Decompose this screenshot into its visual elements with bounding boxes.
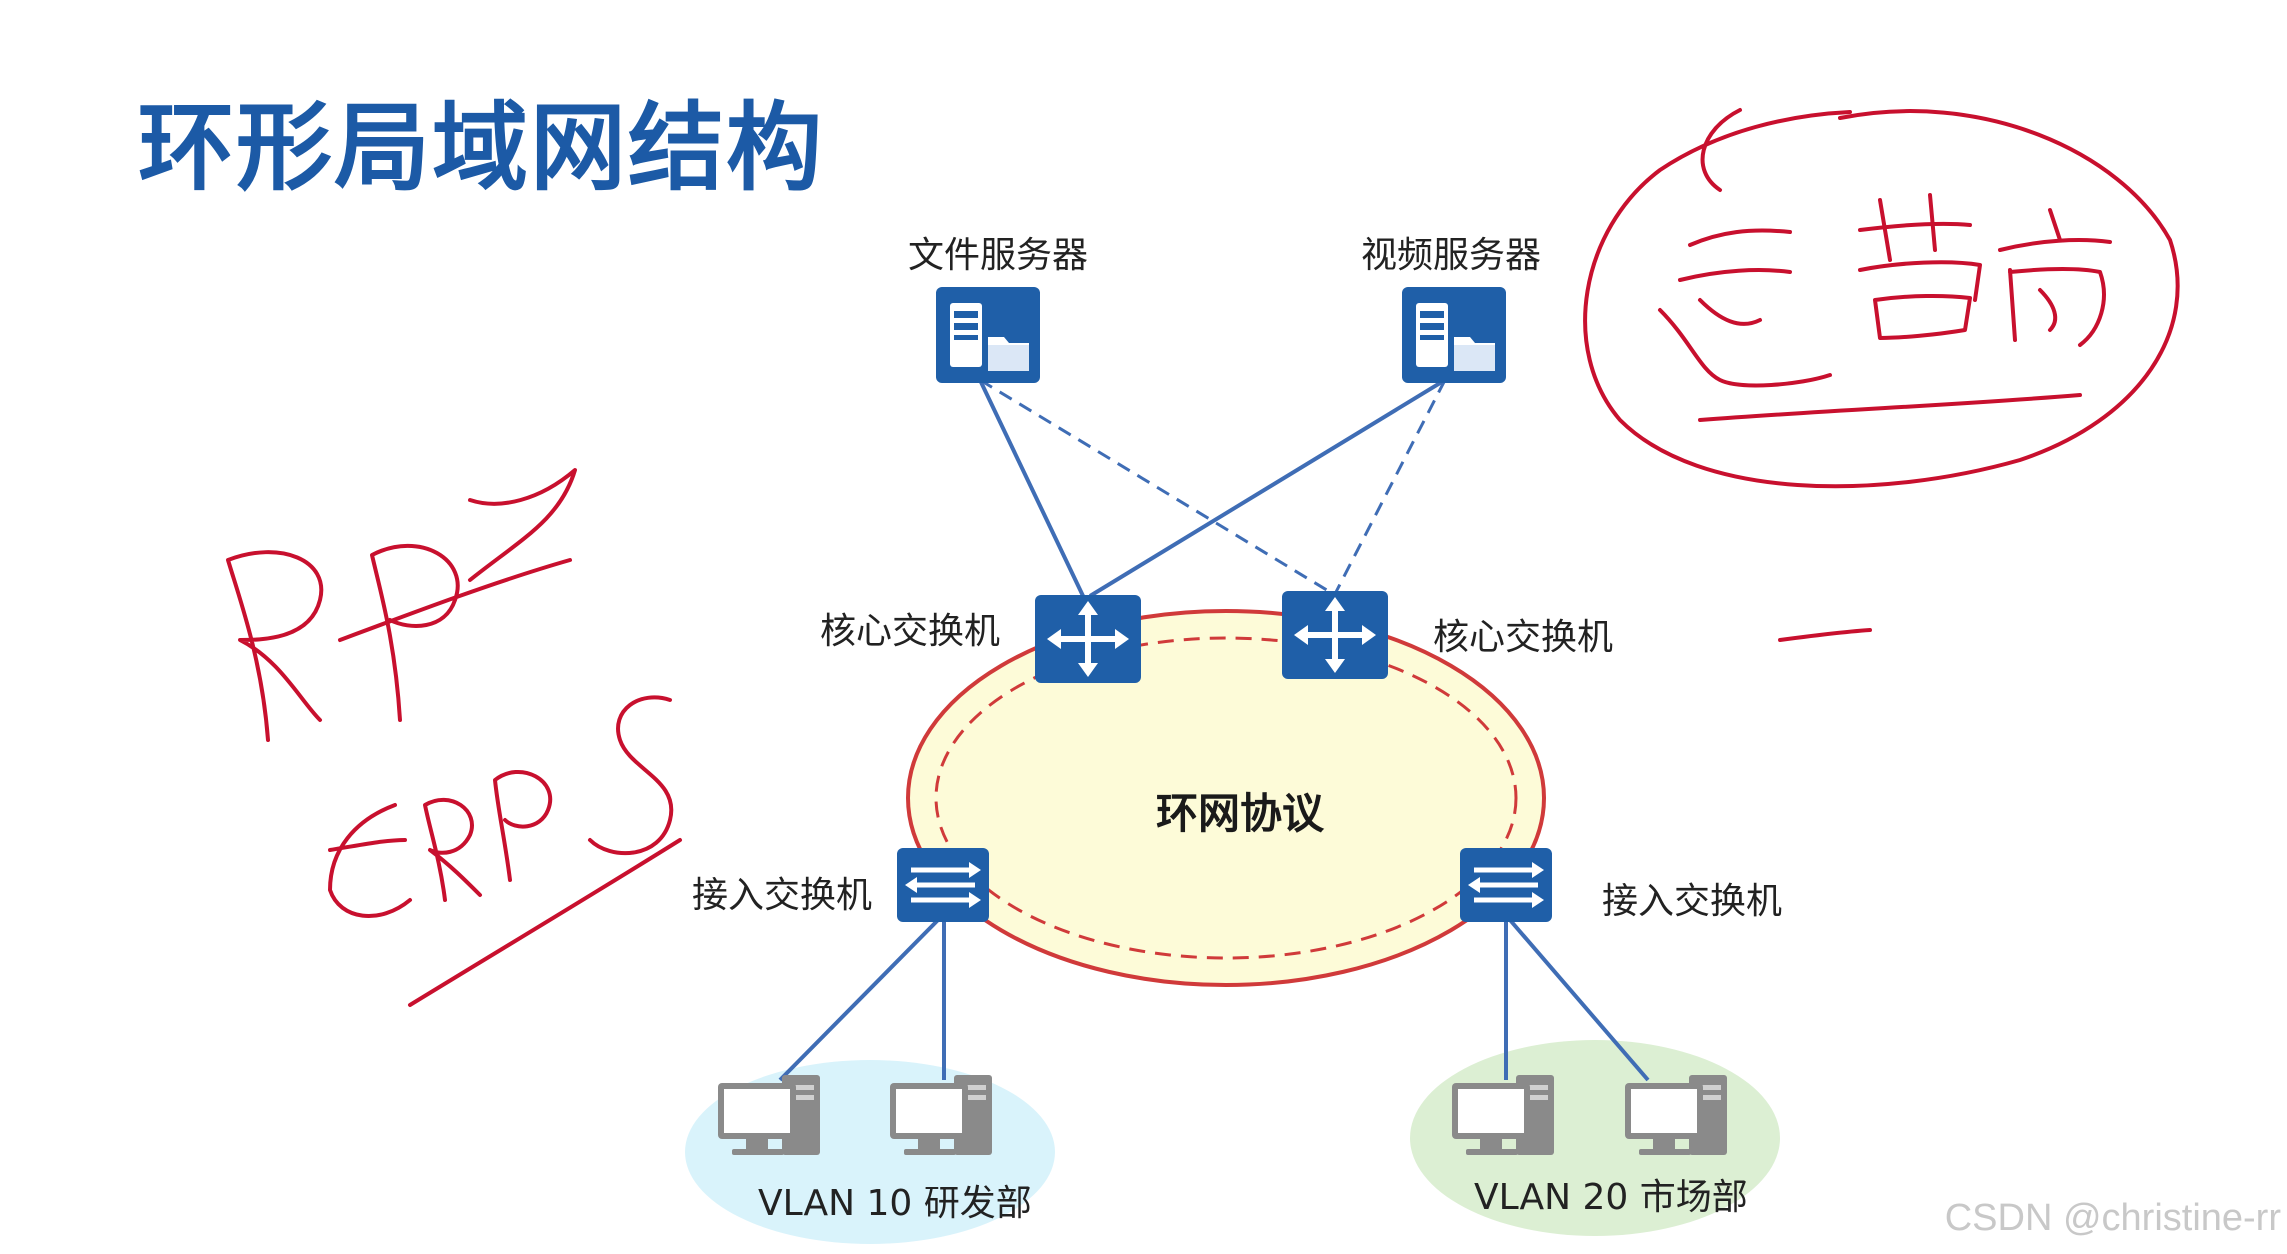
- link-access-right-pc2: [1508, 918, 1650, 1082]
- file-server-label: 文件服务器: [908, 235, 1089, 276]
- access-switch-left-icon: [897, 848, 989, 922]
- handwritten-rpr-erps: [226, 468, 682, 1007]
- pc-icon: [1625, 1075, 1727, 1155]
- pc-icon: [890, 1075, 992, 1155]
- core-switch-right-label: 核心交换机: [1433, 617, 1614, 658]
- vlan20-label: VLAN 20 市场部: [1474, 1177, 1748, 1218]
- ring-dashed: [934, 636, 1518, 960]
- vlan10-label: VLAN 10 研发部: [758, 1183, 1032, 1224]
- page-title: 环形局域网结构: [138, 92, 824, 204]
- handwritten-yunyingshang: [1583, 108, 2180, 642]
- link-video-core-left: [1088, 378, 1447, 598]
- core-switch-left-label: 核心交换机: [820, 611, 1001, 652]
- core-switch-left-icon: [1035, 595, 1141, 683]
- link-file-core-left: [978, 379, 1086, 599]
- access-switch-left-label: 接入交换机: [692, 875, 873, 916]
- ring-area: [906, 609, 1546, 987]
- pc-icon: [718, 1075, 820, 1155]
- watermark: CSDN @christine-rr: [1944, 1197, 2281, 1239]
- file-server-icon: [936, 287, 1040, 383]
- link-access-left-pc1: [778, 918, 940, 1082]
- video-server-icon: [1402, 287, 1506, 383]
- core-switch-right-icon: [1282, 591, 1388, 679]
- ring-protocol-label: 环网协议: [1156, 789, 1325, 838]
- access-switch-right-label: 接入交换机: [1602, 881, 1783, 922]
- link-video-core-right: [1334, 379, 1447, 593]
- pc-icon: [1452, 1075, 1554, 1155]
- access-switch-right-icon: [1460, 848, 1552, 922]
- video-server-label: 视频服务器: [1361, 235, 1542, 276]
